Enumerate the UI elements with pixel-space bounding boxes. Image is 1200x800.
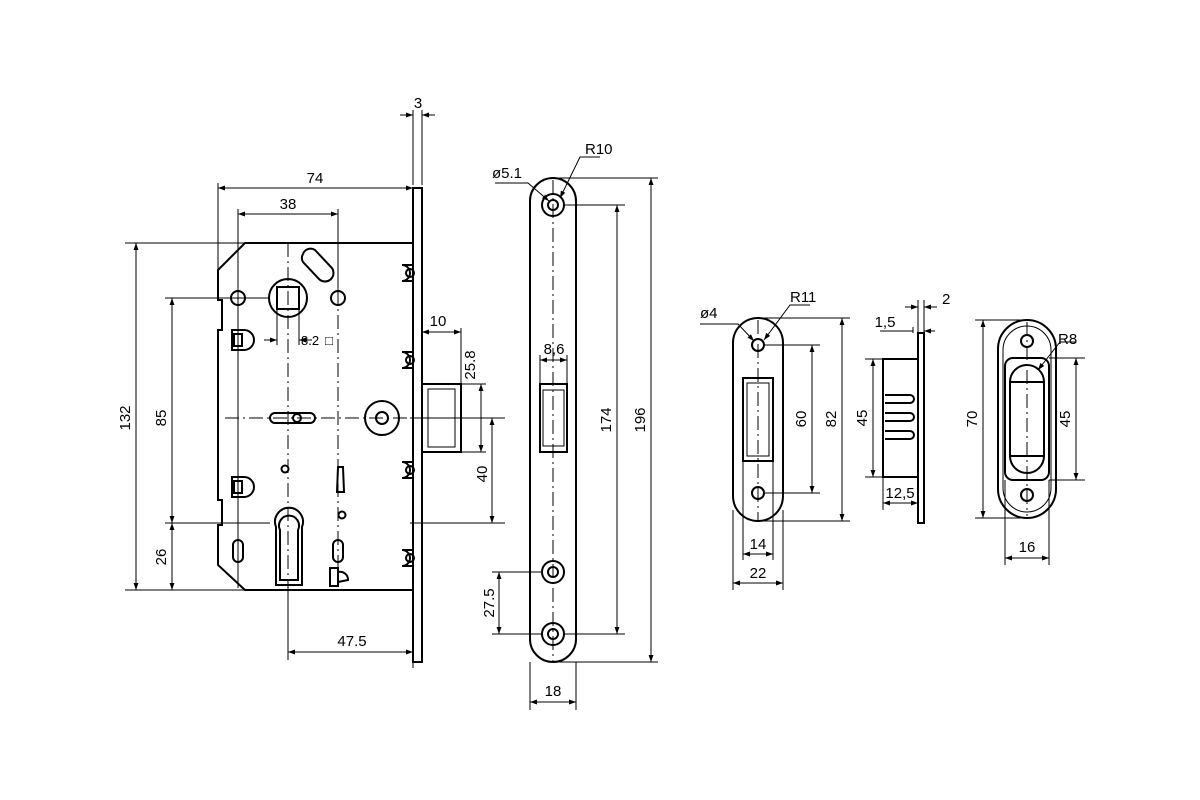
dim-174: 174 [598, 407, 615, 432]
dim-38: 38 [280, 196, 297, 213]
dim-16: 16 [1019, 539, 1036, 556]
dim-10: 10 [430, 313, 447, 330]
dim-12-5: 12,5 [885, 485, 914, 502]
dim-r8: R8 [1058, 331, 1077, 348]
dim-8-2: 8.2 [301, 333, 319, 348]
dim-square-symbol: □ [325, 333, 333, 348]
dim-196: 196 [632, 407, 649, 432]
dim-18: 18 [545, 683, 562, 700]
dim-45-side: 45 [854, 410, 871, 427]
dim-hole-5-1: ø5.1 [492, 165, 522, 182]
lock-faceplate [412, 187, 423, 663]
dim-27-5: 27.5 [481, 588, 498, 617]
faceplate-front-view [529, 177, 577, 663]
magnetic-strike-dimensions: R8 70 45 16 [964, 319, 1085, 565]
dim-2: 2 [942, 291, 950, 308]
case-screws [401, 264, 415, 567]
dim-r10: R10 [585, 141, 613, 158]
dim-82: 82 [823, 411, 840, 428]
dim-25-8: 25.8 [462, 350, 479, 379]
strike-plate-dimensions: ø4 R11 60 82 14 22 [700, 289, 850, 590]
dim-70: 70 [964, 411, 981, 428]
strike-plate-side-view [882, 332, 925, 524]
lock-case-outline [217, 242, 413, 591]
dim-hole-4: ø4 [700, 305, 718, 322]
faceplate-dimensions: ø5.1 R10 8,6 174 196 27.5 18 [481, 141, 658, 710]
dim-3: 3 [414, 95, 422, 112]
strike-side-dimensions: 2 1,5 45 12,5 [854, 291, 950, 523]
dim-132: 132 [117, 405, 134, 430]
case-slot [300, 247, 335, 283]
dim-74: 74 [307, 170, 324, 187]
dim-22: 22 [750, 565, 767, 582]
case-clips [231, 329, 255, 498]
dim-45-magnet: 45 [1057, 411, 1074, 428]
dim-r11: R11 [790, 289, 816, 306]
cylinder-cutout [274, 506, 304, 586]
strike-plate-front-view [732, 317, 784, 522]
faceplate-slot [539, 383, 568, 453]
dim-1-5: 1,5 [875, 314, 896, 331]
lock-body-view [217, 187, 462, 663]
dim-14: 14 [750, 536, 767, 553]
dim-47-5: 47.5 [337, 633, 366, 650]
dim-26: 26 [153, 549, 170, 566]
dim-85: 85 [153, 410, 170, 427]
dim-60: 60 [793, 411, 810, 428]
magnetic-strike-view [997, 319, 1057, 519]
dim-40: 40 [474, 466, 491, 483]
dim-8-6: 8,6 [544, 341, 565, 358]
lock-dimensions: 3 74 38 8.2 □ 10 25.8 40 132 85 [117, 95, 505, 668]
